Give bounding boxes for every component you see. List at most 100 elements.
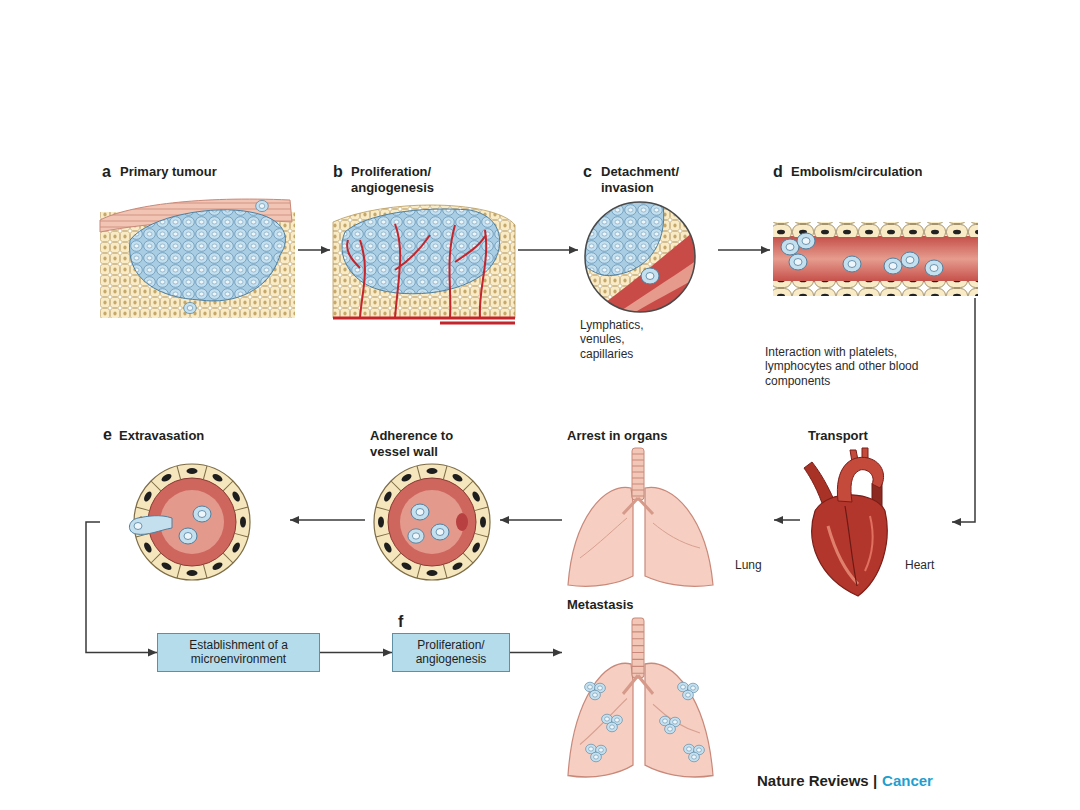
angiogenesis-illustration-part bbox=[347, 224, 486, 318]
flow-arrow bbox=[774, 519, 800, 521]
circulation-illustration-part bbox=[901, 252, 919, 268]
angiogenesis-illustration-part bbox=[333, 205, 515, 318]
metastasis-illustration-part bbox=[602, 714, 623, 732]
invasion-illustration-part bbox=[585, 202, 695, 312]
invasion-illustration bbox=[580, 198, 700, 322]
heart-illustration-part bbox=[845, 506, 857, 586]
flow-arrow bbox=[510, 652, 562, 654]
lung-illustration bbox=[568, 448, 713, 586]
primary-tumour-illustration-part bbox=[130, 210, 286, 301]
stage-panel: c Detachment/ invasionLymphatics, venules… bbox=[578, 160, 718, 365]
adherence-illustration-part bbox=[408, 529, 424, 543]
stage-heading: Arrest in organs bbox=[567, 428, 717, 444]
metastasis-illustration-part bbox=[585, 682, 606, 700]
stage-heading: Proliferation/ angiogenesis bbox=[351, 164, 461, 195]
panel-letter: a bbox=[102, 162, 111, 181]
metastasis-illustration-part bbox=[684, 744, 705, 762]
stage-panel: TransportHeart bbox=[800, 425, 952, 590]
circulation-illustration-part bbox=[789, 254, 807, 270]
metastasis-illustration-part bbox=[568, 618, 713, 777]
circulation-illustration bbox=[773, 222, 978, 296]
stage-panel: b Proliferation/ angiogenesis bbox=[330, 160, 518, 328]
extravasation-illustration-part bbox=[193, 506, 211, 522]
primary-tumour-illustration-part bbox=[184, 302, 197, 313]
structure-label: Lymphatics, venules, capillaries bbox=[580, 318, 665, 361]
circulation-illustration-part bbox=[773, 281, 978, 296]
stage-heading: Embolism/circulation bbox=[791, 164, 976, 180]
stage-panel: Adherence to vessel wall bbox=[365, 425, 500, 585]
stage-heading: Adherence to vessel wall bbox=[370, 428, 480, 459]
adherence-illustration-part bbox=[374, 464, 490, 580]
lung-illustration-part bbox=[568, 448, 713, 586]
flow-arrow bbox=[290, 519, 365, 521]
heart-illustration-part bbox=[812, 495, 887, 596]
heart-illustration-part bbox=[837, 457, 883, 502]
panel-letter: c bbox=[583, 162, 592, 181]
process-box-text: Proliferation/ angiogenesis bbox=[399, 638, 503, 667]
stage-panel: a Primary tumour bbox=[98, 160, 298, 322]
process-box: Establishment of a microenvironment bbox=[157, 633, 320, 672]
metastasis-illustration-part bbox=[678, 682, 699, 700]
adherence-illustration-part bbox=[431, 524, 449, 540]
stage-heading: Detachment/ invasion bbox=[601, 164, 701, 195]
journal-credit: Nature Reviews | Cancer bbox=[757, 772, 933, 790]
stage-heading: Primary tumour bbox=[120, 164, 280, 180]
adherence-illustration-part bbox=[456, 513, 468, 531]
flow-arrow bbox=[952, 298, 975, 522]
stage-panel: e Extravasation bbox=[100, 425, 290, 575]
flow-arrow bbox=[320, 652, 392, 654]
extravasation-illustration-part bbox=[129, 516, 172, 535]
stage-heading: Transport bbox=[808, 428, 908, 444]
circulation-illustration-part bbox=[925, 260, 943, 276]
angiogenesis-illustration-part bbox=[342, 209, 500, 294]
circulation-illustration-part bbox=[843, 256, 861, 272]
invasion-illustration-part bbox=[580, 198, 700, 322]
metastasis-illustration-part bbox=[586, 744, 607, 762]
extravasation-illustration-part bbox=[179, 528, 197, 544]
primary-tumour-illustration-part bbox=[256, 200, 269, 211]
heart-illustration-part bbox=[804, 462, 834, 503]
flow-arrow bbox=[718, 249, 770, 251]
angiogenesis-illustration bbox=[333, 205, 515, 323]
stage-heading: Extravasation bbox=[119, 428, 269, 444]
stage-panel: Arrest in organsLung bbox=[562, 425, 774, 590]
stage-heading: Metastasis bbox=[567, 597, 687, 613]
panel-letter: b bbox=[333, 162, 343, 181]
heart-illustration-part bbox=[865, 516, 872, 571]
primary-tumour-illustration bbox=[100, 199, 295, 318]
process-box-text: Establishment of a microenvironment bbox=[164, 638, 313, 667]
panel-letter: d bbox=[773, 162, 783, 181]
metastasis-illustration bbox=[568, 618, 713, 777]
credit-text: Cancer bbox=[882, 772, 933, 790]
extravasation-illustration-part bbox=[134, 523, 142, 530]
circulation-illustration-part bbox=[781, 239, 799, 255]
panel-letter: e bbox=[103, 425, 112, 444]
invasion-illustration-part-part bbox=[585, 226, 700, 322]
credit-text: Nature Reviews | bbox=[757, 772, 877, 790]
adherence-illustration bbox=[374, 464, 490, 580]
flow-arrow bbox=[518, 249, 578, 251]
structure-label: Lung bbox=[735, 558, 772, 572]
heart-illustration bbox=[804, 448, 887, 596]
circulation-illustration-part bbox=[797, 233, 815, 249]
stage-panel: d Embolism/circulation bbox=[770, 160, 980, 298]
flow-arrow bbox=[298, 249, 330, 251]
extravasation-illustration bbox=[129, 464, 250, 580]
stage-panel: Metastasis bbox=[562, 595, 717, 785]
angiogenesis-illustration-part bbox=[333, 318, 515, 323]
panel-letter: f bbox=[398, 612, 403, 631]
invasion-illustration-part-part bbox=[641, 268, 659, 284]
adherence-illustration-part bbox=[411, 504, 429, 520]
circulation-illustration-part bbox=[884, 258, 902, 274]
structure-label: Heart bbox=[905, 558, 950, 572]
metastasis-illustration-part bbox=[660, 716, 681, 734]
flow-arrow bbox=[86, 522, 157, 652]
edge-label: Interaction with platelets, lymphocytes … bbox=[765, 345, 935, 388]
process-box: fProliferation/ angiogenesis bbox=[392, 633, 510, 672]
heart-illustration-part bbox=[828, 526, 858, 584]
invasion-illustration-part-part bbox=[580, 198, 664, 276]
flow-arrow bbox=[500, 519, 562, 521]
